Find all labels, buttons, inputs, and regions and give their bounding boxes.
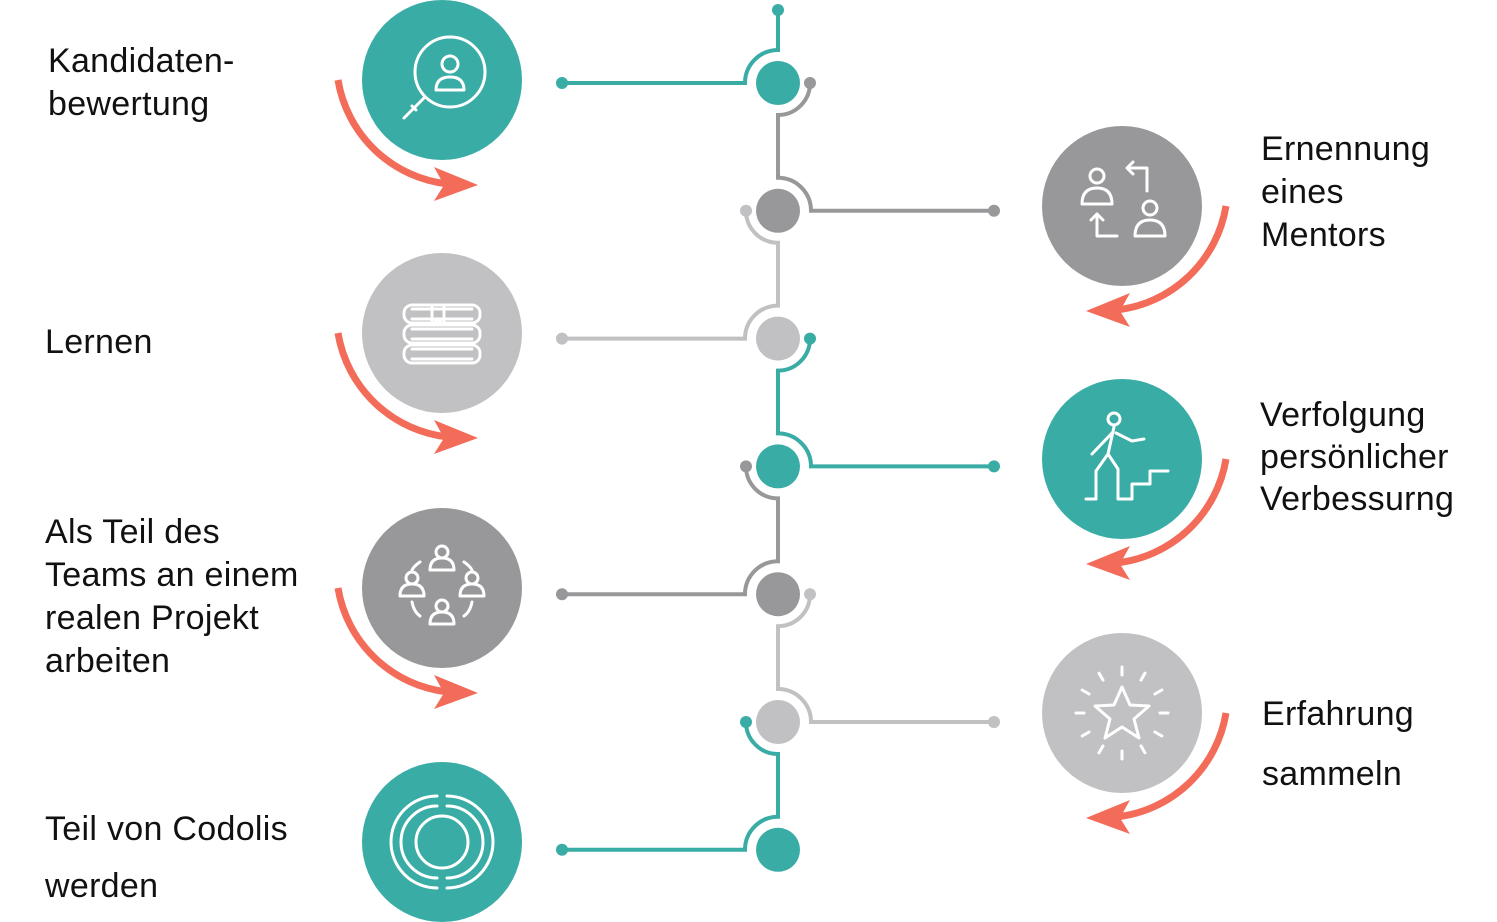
- step-label-candidate-evaluation: Kandidaten- bewertung: [48, 42, 235, 123]
- body: [458, 582, 486, 598]
- step-icon-circle: [1042, 126, 1202, 286]
- arrow-head-icon: [434, 167, 478, 201]
- timeline-node: [756, 444, 800, 489]
- flow-arrow: [334, 79, 449, 188]
- timeline-node: [756, 61, 800, 105]
- exchange-people-icon: [1080, 160, 1167, 238]
- ray: [1097, 744, 1105, 755]
- flow-arrow: [334, 332, 449, 441]
- connector-end-dot: [556, 77, 568, 89]
- ray: [1080, 688, 1091, 696]
- connector-line: [776, 82, 994, 213]
- logo-core: [414, 814, 470, 870]
- connector-end-dot: [988, 460, 1000, 473]
- body: [428, 556, 456, 572]
- arrow-head-icon: [434, 675, 478, 709]
- connector-end-dot: [988, 716, 1000, 728]
- timeline-node: [756, 188, 800, 233]
- head: [1141, 199, 1159, 217]
- body: [1133, 218, 1167, 238]
- connector-line: [562, 721, 780, 852]
- step-label-learning: Lernen: [45, 323, 153, 361]
- head: [440, 54, 460, 74]
- flow-arrow: [334, 587, 449, 696]
- codolis-logo-icon: [389, 794, 495, 890]
- connector-line: [562, 10, 780, 85]
- body: [1080, 186, 1114, 206]
- timeline-node: [756, 316, 800, 361]
- step-icon-circle: [1042, 379, 1202, 539]
- body: [428, 610, 456, 626]
- lens: [413, 35, 487, 109]
- connector-end-dot: [988, 204, 1000, 217]
- ray: [1080, 730, 1091, 738]
- arrow-head-icon: [434, 420, 478, 454]
- step-icon-circle: [1042, 633, 1202, 793]
- body: [434, 75, 466, 92]
- connector-line: [562, 466, 780, 597]
- pages: [410, 327, 474, 341]
- star-icon: [1074, 665, 1170, 761]
- flow-arrow: [1115, 205, 1230, 314]
- star: [1093, 685, 1151, 740]
- connector-line: [776, 338, 994, 469]
- figure-stairs: [1084, 425, 1170, 501]
- links: [410, 560, 474, 618]
- timeline-node: [756, 700, 800, 744]
- team-network-icon: [398, 544, 486, 626]
- ray: [1139, 744, 1147, 755]
- connector-end-dot: [556, 588, 568, 601]
- step-label-mentor-assignment: Ernennung eines Mentors: [1261, 130, 1431, 254]
- ray: [1153, 688, 1164, 696]
- ray: [1139, 671, 1147, 682]
- ray: [1097, 671, 1105, 682]
- timeline-node: [756, 572, 800, 617]
- step-label-personal-improvement: Verfolgung persönlicher Verbessurng: [1260, 396, 1455, 518]
- step-label-team-project: Als Teil des Teams an einem realen Proje…: [45, 513, 299, 680]
- connector-end-dot: [556, 332, 568, 345]
- arrow-head-icon: [1086, 546, 1130, 580]
- logo-rings: [389, 794, 495, 890]
- book: [402, 343, 482, 365]
- arrow-head-icon: [1086, 293, 1130, 327]
- bookmark: [430, 303, 446, 327]
- arrows: [1089, 160, 1149, 238]
- pages: [410, 347, 474, 361]
- handle: [402, 95, 427, 120]
- flow-arrow: [1115, 712, 1230, 821]
- step-icon-circle: [362, 508, 522, 668]
- arrow-head-icon: [1086, 800, 1130, 834]
- step-label-gain-experience: Erfahrung sammeln: [1262, 695, 1415, 793]
- pages: [410, 307, 474, 321]
- head: [1106, 411, 1122, 427]
- body: [398, 582, 426, 598]
- books-icon: [402, 303, 482, 365]
- climbing-stairs-icon: [1084, 411, 1170, 501]
- step-label-join-codolis: Teil von Codolis werden: [45, 810, 288, 905]
- connector-line: [776, 594, 994, 724]
- step-icon-circle: [362, 253, 522, 413]
- step-icon-circle: [362, 762, 522, 922]
- head: [1088, 167, 1106, 185]
- connector-line: [562, 210, 780, 341]
- timeline-node: [756, 827, 800, 872]
- ray: [1153, 730, 1164, 738]
- search-person-icon: [402, 35, 487, 120]
- connector-end-dot: [556, 843, 568, 856]
- flow-arrow: [1115, 458, 1230, 567]
